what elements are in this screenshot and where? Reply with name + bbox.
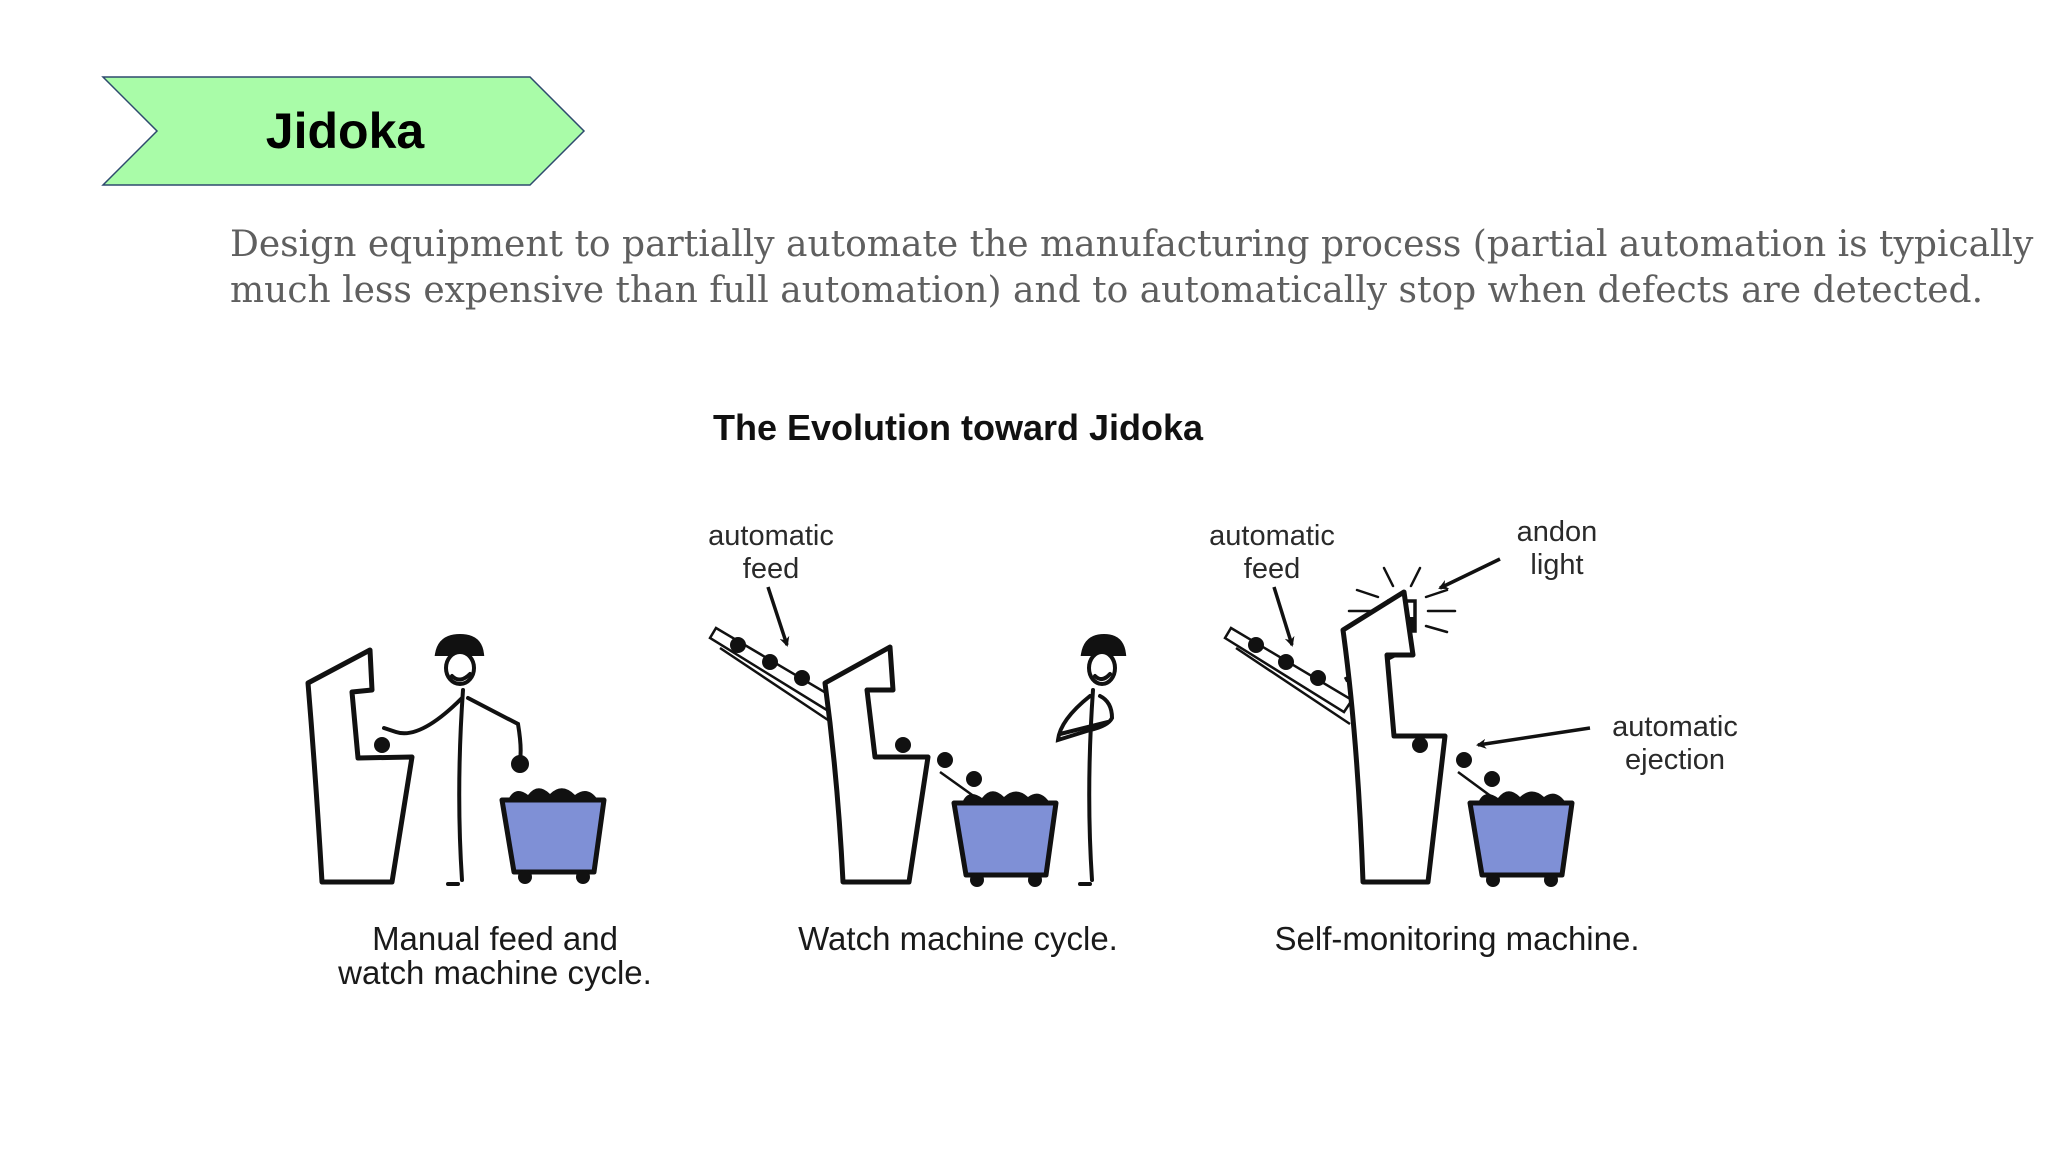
feed-chute-icon <box>708 626 840 726</box>
caption-panel-2: Watch machine cycle. <box>798 920 1118 957</box>
caption-panel-3: Self-monitoring machine. <box>1275 920 1640 957</box>
label-automatic-ejection-2: ejection <box>1625 744 1725 776</box>
feed-chute-icon <box>1223 626 1354 726</box>
panel-manual: Manual feed and watch machine cycle. <box>305 633 652 991</box>
caption-panel-1-line-1: Manual feed and <box>372 920 618 957</box>
cart-icon <box>499 788 607 884</box>
arrow-icon <box>766 586 790 647</box>
arrow-icon <box>1438 557 1501 590</box>
part-icon <box>895 737 911 753</box>
machine-icon <box>1340 589 1448 885</box>
part-icon <box>1412 737 1428 753</box>
part-icon <box>374 737 390 753</box>
label-automatic-feed: automatic <box>1209 520 1335 552</box>
label-automatic-ejection: automatic <box>1612 711 1738 743</box>
worker-watching-icon <box>1055 633 1127 886</box>
label-automatic-feed-2: feed <box>1244 553 1300 585</box>
description-line-2: much less expensive than full automation… <box>230 270 1984 311</box>
arrow-icon <box>1272 586 1295 647</box>
panel-self-monitoring: automatic feed andon light automatic eje… <box>1209 516 1738 957</box>
slide-title: Jidoka <box>265 103 425 159</box>
description-line-1: Design equipment to partially automate t… <box>230 224 2034 265</box>
machine-icon <box>305 647 415 885</box>
machine-icon <box>822 644 931 885</box>
part-icon <box>1456 752 1472 768</box>
diagram-title: The Evolution toward Jidoka <box>713 407 1204 448</box>
caption-panel-1-line-2: watch machine cycle. <box>337 954 652 991</box>
slide-description: Design equipment to partially automate t… <box>230 222 2034 314</box>
part-icon <box>937 752 953 768</box>
arrow-icon <box>1476 726 1591 749</box>
panel-watch-cycle: automatic feed <box>708 520 1127 957</box>
part-icon <box>966 771 982 787</box>
cart-icon <box>951 791 1059 887</box>
cart-icon <box>1467 791 1575 887</box>
part-icon <box>1484 771 1500 787</box>
label-andon-light-2: light <box>1530 549 1583 581</box>
label-automatic-feed: automatic <box>708 520 834 552</box>
worker-icon <box>382 633 529 886</box>
label-automatic-feed-2: feed <box>743 553 799 585</box>
label-andon-light: andon <box>1517 516 1598 548</box>
